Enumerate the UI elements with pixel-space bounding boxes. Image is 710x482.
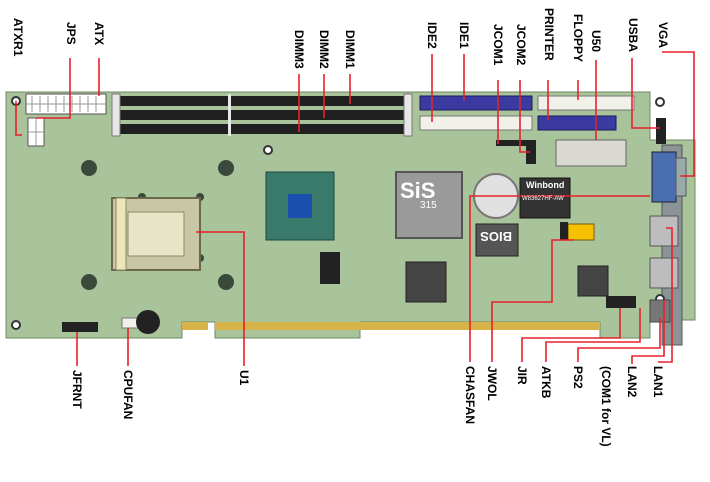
label-jfrnt: JFRNT	[70, 370, 84, 409]
southbridge-chip	[405, 261, 447, 303]
label-vga: VGA	[656, 22, 670, 49]
small-chip	[320, 252, 340, 284]
lan-chip	[577, 265, 609, 297]
jcom2-header	[526, 140, 536, 164]
label-ps2: PS2	[571, 366, 585, 389]
u50-chip	[555, 139, 627, 167]
label-dimm3: DIMM3	[292, 30, 306, 69]
label-jps: JPS	[64, 22, 78, 45]
usba-header	[656, 118, 666, 144]
winbond-part-text: W83627HF-AW	[522, 196, 564, 202]
vga-connector	[651, 151, 677, 203]
label-lan1: LAN1	[651, 366, 665, 398]
label-usba: USBA	[626, 18, 640, 53]
lan2-port	[649, 257, 679, 289]
sis-model-text: 315	[420, 200, 437, 211]
label-lan2: LAN2	[625, 366, 639, 398]
sis-logo-text: SiS	[400, 178, 436, 203]
callout-lines	[15, 51, 695, 366]
ide1-connector	[419, 95, 533, 111]
label-jcom1: JCOM1	[491, 24, 505, 66]
label-atx: ATX	[92, 22, 106, 46]
bios-chip	[475, 223, 519, 257]
isa-edge-connector	[360, 322, 600, 330]
mounting-holes	[11, 96, 665, 330]
label-com1-for-vl: (COM1 for VL)	[599, 366, 613, 447]
label-cpufan: CPUFAN	[121, 370, 135, 420]
jfrnt-header	[62, 322, 98, 332]
jir-header	[606, 296, 636, 308]
winbond-chip	[519, 177, 571, 219]
label-jwol: JWOL	[485, 366, 499, 401]
lan1-port	[649, 215, 679, 247]
label-dimm1: DIMM1	[343, 30, 357, 69]
dimm-slots	[111, 93, 413, 137]
label-ide2: IDE2	[425, 22, 439, 49]
label-ide1: IDE1	[457, 22, 471, 49]
label-atkb: ATKB	[539, 366, 553, 399]
jcom1-header	[496, 140, 534, 146]
jwol-header	[560, 222, 568, 240]
label-u1: U1	[237, 370, 251, 386]
floppy-connector	[537, 95, 635, 111]
cpufan-connector	[121, 317, 139, 329]
pci-edge-connector	[215, 322, 360, 330]
sis-chip	[395, 171, 463, 239]
label-chasfan: CHASFAN	[463, 366, 477, 425]
printer-connector	[537, 115, 617, 131]
label-dimm2: DIMM2	[317, 30, 331, 69]
label-floppy: FLOPPY	[571, 14, 585, 63]
ide2-connector	[419, 115, 533, 131]
label-jir: JIR	[515, 366, 529, 385]
winbond-text: Winbond	[526, 180, 565, 190]
label-u50: U50	[589, 30, 603, 53]
label-atxr1: ATXR1	[11, 18, 25, 57]
chasfan-connector	[567, 223, 595, 241]
label-jcom2: JCOM2	[514, 24, 528, 66]
buzzer	[136, 310, 160, 334]
label-printer: PRINTER	[542, 8, 556, 61]
bios-text: BIOS	[480, 229, 512, 244]
